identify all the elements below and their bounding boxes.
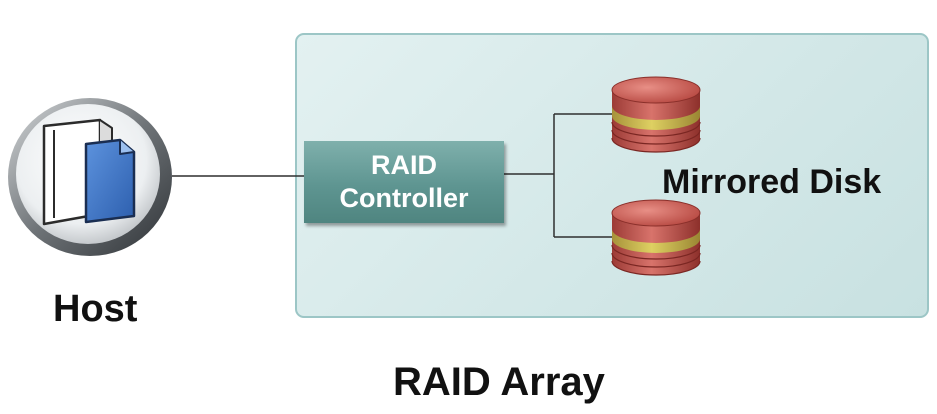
controller-label-line1: RAID [371, 150, 437, 180]
host-label: Host [53, 288, 138, 330]
raid-array-label: RAID Array [393, 360, 605, 404]
raid-controller-box: RAID Controller [304, 141, 504, 223]
disk-icon [611, 76, 701, 153]
mirrored-disk-label: Mirrored Disk [662, 163, 882, 201]
controller-label-line2: Controller [339, 183, 469, 213]
server-icon [8, 98, 172, 256]
disk-icon [611, 199, 701, 276]
